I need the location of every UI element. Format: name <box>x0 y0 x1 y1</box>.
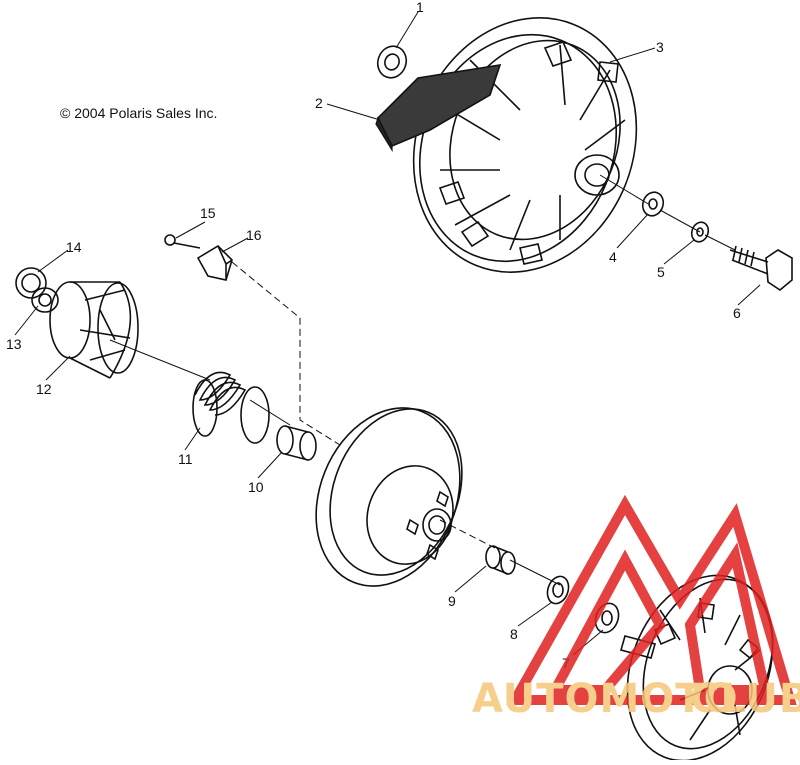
watermark-text-right: CLUB <box>690 676 800 722</box>
copyright-notice: © 2004 Polaris Sales Inc. <box>60 105 218 121</box>
axis-line-left <box>109 339 211 381</box>
callout-12: 12 <box>36 381 52 397</box>
watermark-logo: AUTOMOTO CLUB <box>472 494 800 722</box>
callout-8: 8 <box>510 626 518 642</box>
callout-11: 11 <box>178 451 193 467</box>
part-14-snap-ring <box>15 267 47 299</box>
part-6-bolt <box>729 245 793 291</box>
part-10-bushing <box>276 425 317 461</box>
callout-6: 6 <box>733 305 741 321</box>
axis-line-upper-2 <box>659 209 701 233</box>
callout-16: 16 <box>246 227 262 243</box>
callout-13: 13 <box>6 336 22 352</box>
callout-3: 3 <box>656 39 664 55</box>
part-5-lock-washer <box>690 221 710 243</box>
watermark-text-left: AUTOMOTO <box>472 676 739 722</box>
part-12-helix-cam <box>49 281 139 379</box>
part-stationary-sheave <box>315 407 463 587</box>
dashed-guide-line <box>231 261 341 446</box>
part-4-washer <box>641 191 665 217</box>
part-9-bushing <box>485 545 516 575</box>
part-16-slider-button <box>196 244 233 281</box>
callout-14: 14 <box>66 239 82 255</box>
leader-lines <box>14 11 761 656</box>
callout-15: 15 <box>200 205 216 221</box>
axis-line-mid <box>249 399 291 426</box>
part-3-sheave-housing <box>412 17 638 273</box>
part-11-spring <box>192 371 270 444</box>
part-8-washer <box>546 575 570 605</box>
callout-5: 5 <box>657 264 665 280</box>
callout-2: 2 <box>315 95 323 111</box>
callout-9: 9 <box>448 593 456 609</box>
part-13-washer <box>31 287 59 313</box>
part-15-screw <box>164 234 201 249</box>
callout-4: 4 <box>609 249 617 265</box>
watermark-triangle-mark <box>506 494 797 705</box>
callout-numbers: 1 2 3 4 5 6 7 8 9 10 11 12 13 14 15 16 <box>6 0 741 671</box>
callout-1: 1 <box>416 0 424 15</box>
part-2-block <box>375 64 502 153</box>
part-1-washer <box>376 45 408 79</box>
axis-line-upper-3 <box>704 234 736 251</box>
callout-10: 10 <box>248 479 264 495</box>
